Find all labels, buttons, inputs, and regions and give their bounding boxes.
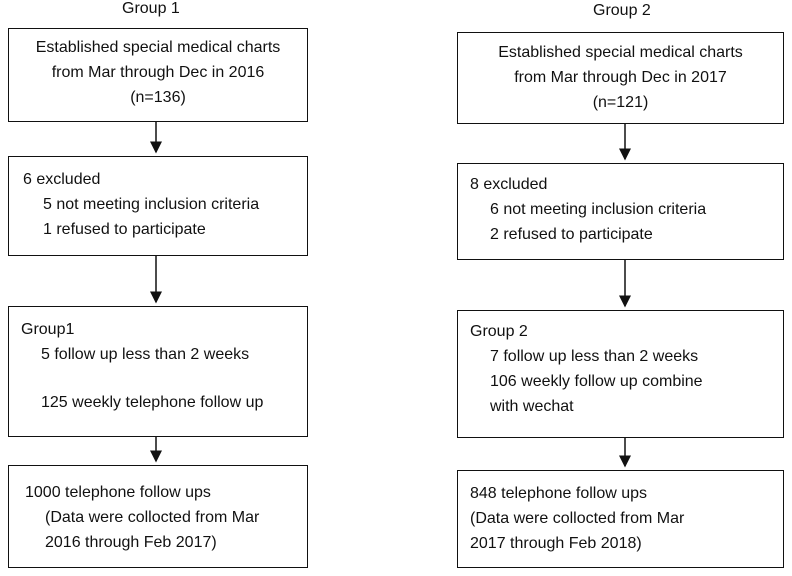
group1-enrolled-line-2: from Mar through Dec in 2016: [51, 64, 265, 81]
group2-followup-box: Group 2 7 follow up less than 2 weeks 10…: [457, 310, 784, 438]
group1-followup-heading: Group1: [21, 321, 75, 338]
group2-followup-item-2: 106 weekly follow up combine: [490, 373, 703, 390]
group1-enrolled-line-1: Established special medical charts: [35, 39, 281, 56]
group1-enrolled-box: Established special medical charts from …: [8, 28, 308, 122]
group1-excluded-heading: 6 excluded: [23, 171, 101, 188]
group1-excluded-item-2: 1 refused to participate: [43, 221, 206, 238]
group2-enrolled-line-2: from Mar through Dec in 2017: [514, 69, 727, 86]
group2-excluded-box: 8 excluded 6 not meeting inclusion crite…: [457, 163, 784, 260]
group1-outcome-box: 1000 telephone follow ups (Data were col…: [8, 465, 308, 568]
group2-enrolled-line-3: (n=121): [592, 94, 649, 111]
group1-outcome-line-1: 1000 telephone follow ups: [25, 484, 211, 501]
group2-followup-item-3: with wechat: [490, 398, 574, 415]
group1-title: Group 1: [122, 0, 180, 17]
group2-excluded-item-2: 2 refused to participate: [490, 226, 653, 243]
group2-outcome-line-2: (Data were collocted from Mar: [470, 510, 685, 527]
group1-followup-box: Group1 5 follow up less than 2 weeks 125…: [8, 306, 308, 437]
group2-excluded-heading: 8 excluded: [470, 176, 548, 193]
group2-outcome-line-3: 2017 through Feb 2018): [470, 535, 642, 552]
group1-followup-item-1: 5 follow up less than 2 weeks: [41, 346, 250, 363]
group2-outcome-line-1: 848 telephone follow ups: [470, 485, 648, 502]
group1-excluded-item-1: 5 not meeting inclusion criteria: [43, 196, 260, 213]
group1-outcome-line-2: (Data were collocted from Mar: [45, 509, 260, 526]
group2-outcome-box: 848 telephone follow ups (Data were coll…: [457, 470, 784, 568]
group1-followup-item-2: 125 weekly telephone follow up: [41, 394, 264, 411]
group2-enrolled-line-1: Established special medical charts: [498, 44, 743, 61]
group2-excluded-item-1: 6 not meeting inclusion criteria: [490, 201, 707, 218]
group2-enrolled-box: Established special medical charts from …: [457, 32, 784, 124]
group1-outcome-line-3: 2016 through Feb 2017): [45, 534, 217, 551]
group1-enrolled-line-3: (n=136): [130, 89, 186, 106]
group2-followup-item-1: 7 follow up less than 2 weeks: [490, 348, 699, 365]
group2-followup-heading: Group 2: [470, 323, 528, 340]
group1-excluded-box: 6 excluded 5 not meeting inclusion crite…: [8, 156, 308, 256]
group2-title: Group 2: [593, 2, 651, 19]
